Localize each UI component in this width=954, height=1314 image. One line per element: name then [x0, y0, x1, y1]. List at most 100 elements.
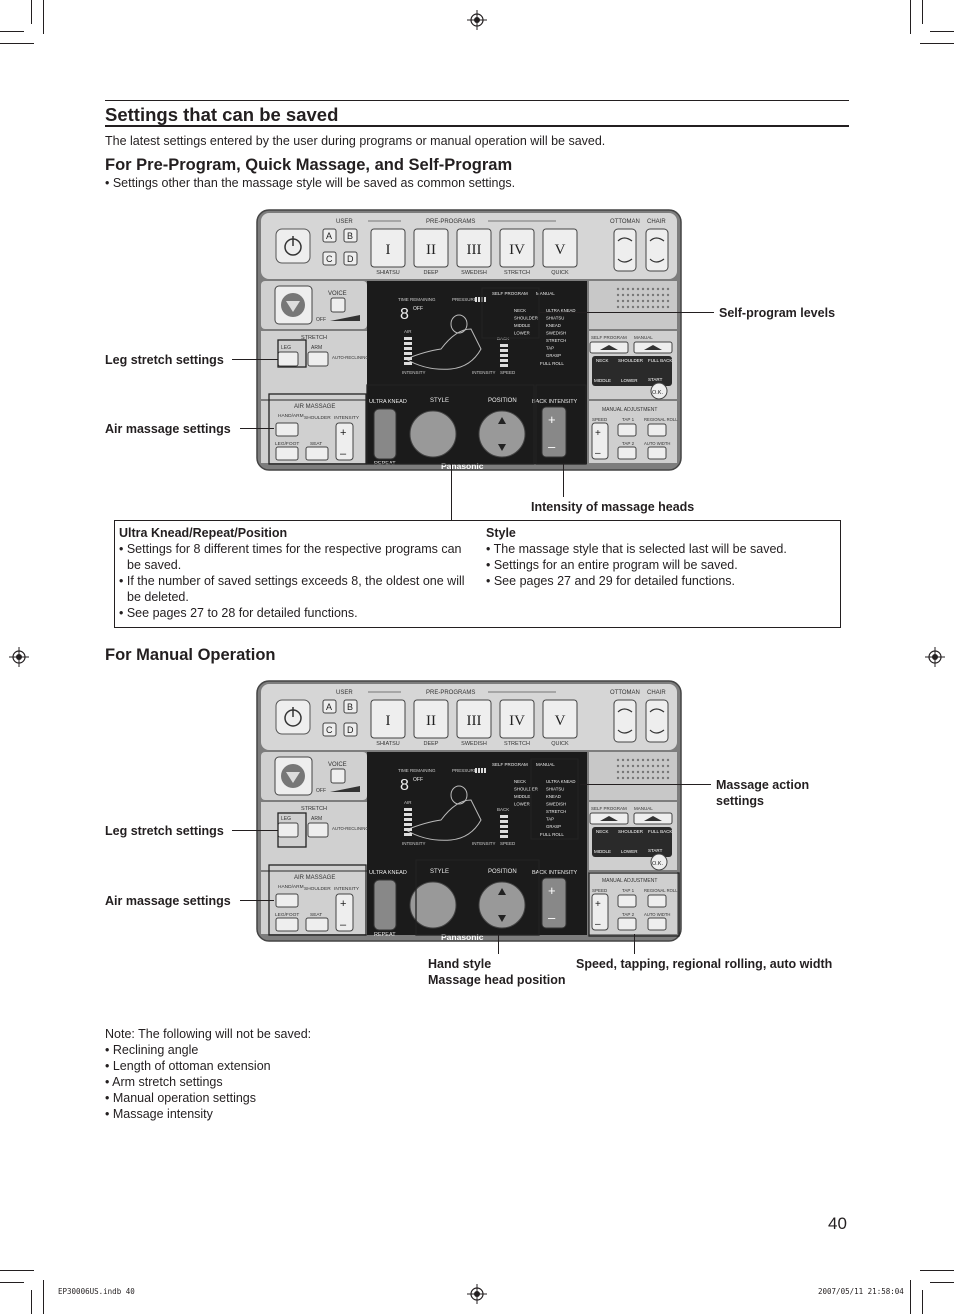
- style-label: TAP: [546, 817, 554, 822]
- panel-label: NECK: [596, 358, 609, 363]
- panel-label: PRESSURE: [452, 768, 477, 773]
- panel-label: TIME REMAINING: [398, 768, 436, 773]
- panel-label: AUTO WIDTH: [644, 912, 670, 917]
- panel-label: SHOULDER: [304, 415, 331, 421]
- panel-label: MANUAL ADJUSTMENT: [602, 407, 657, 413]
- program-numeral: V: [555, 713, 566, 729]
- program-button: [370, 228, 406, 268]
- panel-label: –: [548, 439, 556, 454]
- panel-label: BACK INTENSITY: [532, 399, 578, 405]
- ultra-knead-heading: Ultra Knead/Repeat/Position: [119, 526, 288, 540]
- panel-label: MANUAL: [536, 762, 555, 767]
- panel-label: LEG: [281, 816, 291, 822]
- list-item: • Settings for an entire program will be…: [486, 558, 738, 572]
- panel-label: SELF PROGRAM: [492, 762, 528, 767]
- panel-label: STRETCH: [301, 806, 327, 812]
- panel-label: MANUAL ADJUSTMENT: [602, 878, 657, 884]
- panel-label: OFF: [413, 777, 423, 783]
- highlight-box: [268, 393, 367, 465]
- panel-label: CHAIR: [647, 219, 666, 225]
- pre-program-bullet: • Settings other than the massage style …: [105, 176, 516, 190]
- panel-label: REPEAT: [374, 932, 396, 938]
- level-label: MIDDLE: [514, 794, 530, 799]
- panel-label: SELF PROGRAM: [591, 335, 627, 340]
- highlight-box: [530, 758, 579, 840]
- highlight-box: [277, 339, 307, 368]
- panel-label: TAP 2: [622, 912, 635, 917]
- panel-label: PRESSURE: [452, 297, 477, 302]
- panel-label: AUTO-RECLINING: [332, 355, 369, 360]
- program-label: SWEDISH: [461, 270, 487, 276]
- callout-leg-stretch-manual: Leg stretch settings: [105, 824, 224, 838]
- callout-intensity: Intensity of massage heads: [531, 500, 695, 514]
- style-label: ULTRA KNEAD: [546, 779, 576, 784]
- list-item: • See pages 27 and 29 for detailed funct…: [486, 574, 735, 588]
- panel-label: +: [548, 412, 556, 427]
- panel-label: A: [326, 702, 332, 712]
- footer-timestamp: 2007/05/11 21:58:04: [818, 1287, 904, 1296]
- panel-label: VOICE: [328, 762, 347, 768]
- list-item: • Settings for 8 different times for the…: [119, 542, 462, 572]
- panel-label: O.K.: [652, 390, 663, 396]
- panel-label: ULTRA KNEAD: [369, 399, 407, 405]
- level-label: SHOULDER: [514, 787, 538, 792]
- panel-label: LOWER: [621, 849, 638, 854]
- style-label: SWEDISH: [546, 802, 566, 807]
- panel-label: BACK: [497, 807, 509, 812]
- panel-label: –: [595, 919, 601, 930]
- intro-text: The latest settings entered by the user …: [105, 134, 606, 148]
- panel-label: AUTO WIDTH: [644, 441, 670, 446]
- panel-label: SELF PROGRAM: [492, 291, 528, 296]
- panel-label: TAP 2: [622, 441, 635, 446]
- program-numeral: I: [386, 242, 391, 258]
- panel-label: C: [326, 725, 333, 735]
- panel-label: MIDDLE: [594, 378, 611, 383]
- panel-label: A: [326, 231, 332, 241]
- style-heading: Style: [486, 526, 516, 540]
- panel-label: SHOULDER: [304, 886, 331, 892]
- notes-title: Note: The following will not be saved:: [105, 1027, 312, 1041]
- panel-label: FULL BACK: [648, 829, 672, 834]
- panel-label: OFF: [316, 317, 326, 323]
- callout-leg-stretch: Leg stretch settings: [105, 353, 224, 367]
- highlight-box: [535, 384, 587, 465]
- level-label: LOWER: [514, 802, 530, 807]
- section-title: Settings that can be saved: [105, 104, 339, 125]
- panel-label: HAND/ARM: [278, 884, 304, 890]
- panel-label: FULL ROLL: [540, 361, 564, 366]
- highlight-box: [415, 859, 540, 936]
- program-label: DEEP: [424, 741, 439, 747]
- panel-label: AIR MASSAGE: [294, 875, 335, 881]
- panel-label: MANUAL: [634, 335, 653, 340]
- panel-label: BACK INTENSITY: [532, 870, 578, 876]
- panel-label: INTENSITY: [334, 415, 360, 421]
- style-label: GRASP: [546, 353, 561, 358]
- style-label: KNEAD: [546, 323, 561, 328]
- list-item: • Massage intensity: [105, 1107, 213, 1121]
- panel-label: USER: [336, 690, 353, 696]
- panel-label: POSITION: [488, 869, 517, 875]
- program-numeral: IV: [509, 713, 525, 729]
- panel-label: ARM: [311, 345, 322, 351]
- panel-label: OFF: [316, 788, 326, 794]
- list-item: • See pages 27 to 28 for detailed functi…: [119, 606, 358, 620]
- panel-label: FULL ROLL: [540, 832, 564, 837]
- highlight-box: [366, 384, 535, 465]
- saved-settings-info-box: Ultra Knead/Repeat/Position • Settings f…: [114, 520, 841, 628]
- panel-label: SPEED: [500, 370, 516, 375]
- panel-label: OTTOMAN: [610, 690, 640, 696]
- panel-label: D: [347, 254, 354, 264]
- callout-speed: Speed, tapping, regional rolling, auto w…: [576, 957, 833, 971]
- panel-label: SPEED: [500, 841, 516, 846]
- panel-label: MANUAL: [536, 291, 555, 296]
- notes: Note: The following will not be saved: •…: [105, 1026, 311, 1122]
- panel-label: PRE-PROGRAMS: [426, 690, 475, 696]
- panel-label: 8: [400, 306, 409, 323]
- callout-head-position: Massage head position: [428, 973, 566, 987]
- panel-label: B: [347, 702, 353, 712]
- panel-label: OTTOMAN: [610, 219, 640, 225]
- panel-label: Panasonic: [441, 461, 484, 471]
- panel-label: C: [326, 254, 333, 264]
- program-label: SHIATSU: [376, 270, 399, 276]
- program-numeral: II: [426, 713, 436, 729]
